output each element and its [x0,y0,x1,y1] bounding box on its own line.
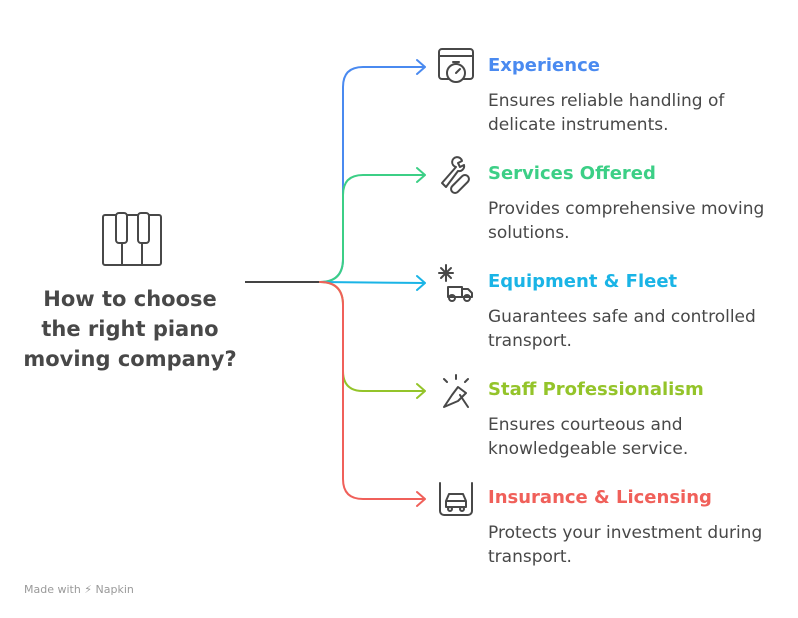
branch-arrow [319,281,426,399]
handshake-icon [443,374,469,408]
item-description: Protects your investment during transpor… [488,523,763,567]
car-shield-icon [439,482,473,516]
item-title: Equipment & Fleet [488,271,678,292]
main-title: How to choose the right piano moving com… [23,287,237,371]
refrigerated-truck-icon [438,264,473,302]
branch-arrow [319,167,426,283]
item-title: Services Offered [488,163,656,184]
wrench-tools-icon [441,156,470,194]
item-description: Guarantees safe and controlled transport… [488,307,756,351]
item-description: Ensures reliable handling of delicate in… [488,91,725,135]
item-description: Ensures courteous and knowledgeable serv… [488,415,689,459]
item-description: Provides comprehensive moving solutions. [488,199,765,243]
stopwatch-browser-icon [438,48,474,83]
branch-arrow [319,275,426,291]
branch-arrow [319,281,426,507]
piano-keys-icon [102,212,162,266]
item-title: Insurance & Licensing [488,487,712,508]
item-title: Staff Professionalism [488,379,704,400]
napkin-watermark: Made with ⚡ Napkin [24,583,134,596]
branch-arrow [319,59,426,283]
item-title: Experience [488,55,600,76]
